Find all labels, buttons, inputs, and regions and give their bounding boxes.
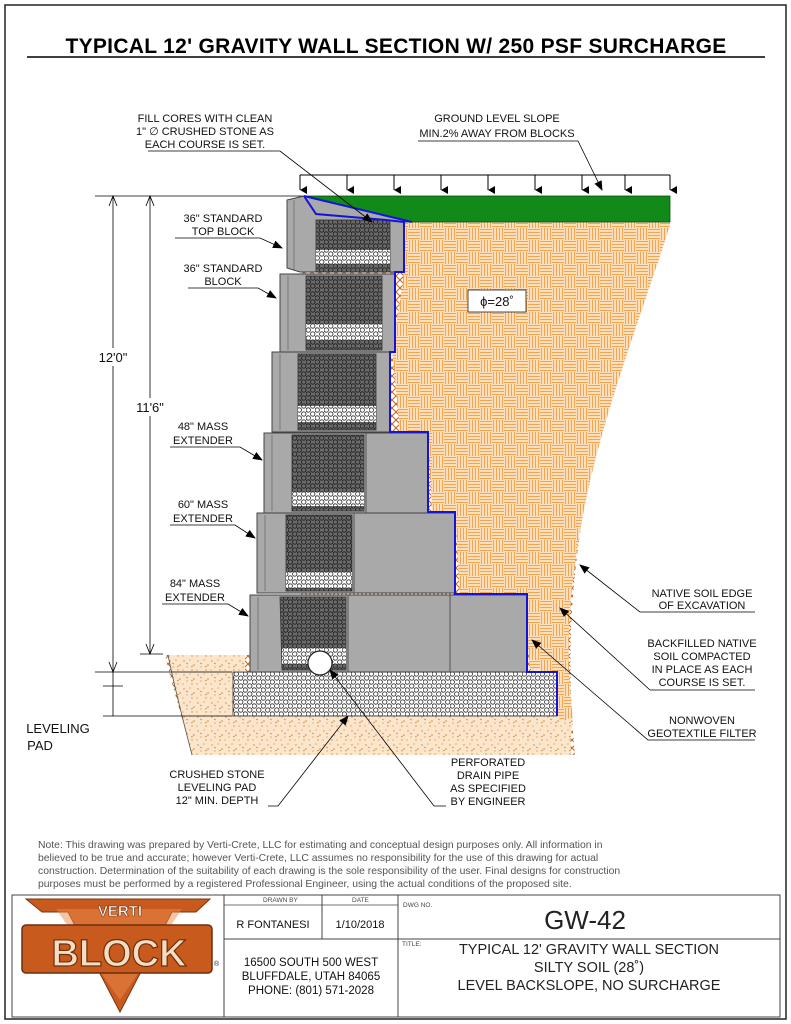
svg-text:AS SPECIFIED: AS SPECIFIED: [450, 783, 526, 795]
svg-text:OF EXCAVATION: OF EXCAVATION: [659, 600, 746, 612]
svg-text:BLUFFDALE, UTAH 84065: BLUFFDALE, UTAH 84065: [242, 971, 380, 983]
svg-text:PHONE: (801) 571-2028: PHONE: (801) 571-2028: [248, 985, 374, 997]
callout-ext60: 60" MASS EXTENDER: [170, 499, 256, 539]
vertiblock-logo: VERTI BLOCK ®: [21, 898, 220, 1014]
company-address: 16500 SOUTH 500 WEST BLUFFDALE, UTAH 840…: [242, 957, 380, 997]
drawn-by-label: DRAWN BY: [263, 897, 298, 904]
svg-text:BLOCK: BLOCK: [51, 933, 187, 975]
svg-text:LEVELING PAD: LEVELING PAD: [178, 782, 257, 794]
svg-text:DRAIN PIPE: DRAIN PIPE: [457, 770, 519, 782]
svg-text:SILTY SOIL (28˚): SILTY SOIL (28˚): [534, 960, 644, 976]
dim-total-height: 12'0": [99, 350, 128, 365]
dim-bg-12: [92, 348, 134, 366]
disclaimer-note: Note: This drawing was prepared by Verti…: [38, 840, 620, 890]
callout-ext84: 84" MASS EXTENDER: [162, 578, 249, 617]
dwg-no-value: GW-42: [544, 905, 626, 935]
surcharge-arrows: [299, 174, 677, 194]
svg-text:84" MASS: 84" MASS: [170, 578, 220, 590]
callout-std-block: 36" STANDARD BLOCK: [184, 263, 277, 299]
svg-text:purposes must be performed by: purposes must be performed by a register…: [38, 879, 572, 890]
title-label: TITLE:: [402, 941, 422, 948]
date-value: 1/10/2018: [336, 919, 385, 931]
dimension-lines: [95, 194, 300, 717]
svg-text:GEOTEXTILE FILTER: GEOTEXTILE FILTER: [647, 728, 756, 740]
svg-text:BACKFILLED NATIVE: BACKFILLED NATIVE: [647, 638, 756, 650]
svg-text:EXTENDER: EXTENDER: [173, 513, 233, 525]
svg-text:36" STANDARD: 36" STANDARD: [184, 213, 263, 225]
svg-text:60" MASS: 60" MASS: [178, 499, 228, 511]
svg-text:EACH COURSE IS SET.: EACH COURSE IS SET.: [145, 139, 265, 151]
geotextile-top: [303, 195, 413, 223]
svg-text:12" MIN. DEPTH: 12" MIN. DEPTH: [176, 795, 259, 807]
svg-text:SOIL COMPACTED: SOIL COMPACTED: [653, 651, 750, 663]
svg-text:MIN.2% AWAY FROM BLOCKS: MIN.2% AWAY FROM BLOCKS: [419, 128, 574, 140]
svg-text:construction. Determination o: construction. Determination of the suita…: [38, 866, 620, 877]
svg-text:36" STANDARD: 36" STANDARD: [184, 263, 263, 275]
svg-text:COURSE IS SET.: COURSE IS SET.: [659, 677, 746, 689]
dim-bg-11: [128, 398, 170, 416]
svg-text:PAD: PAD: [27, 738, 53, 753]
geotextile-line: [303, 195, 558, 716]
svg-text:GROUND LEVEL SLOPE: GROUND LEVEL SLOPE: [434, 113, 560, 125]
callout-leveling-pad: LEVELING PAD: [26, 721, 90, 753]
callout-fill-cores: FILL CORES WITH CLEAN 1" ∅ CRUSHED STONE…: [136, 113, 373, 223]
svg-text:FILL CORES WITH CLEAN: FILL CORES WITH CLEAN: [138, 113, 273, 125]
excavation-left-edge: [167, 654, 193, 756]
drawing-title-block: TYPICAL 12' GRAVITY WALL SECTION SILTY S…: [458, 942, 721, 994]
dim-exposed-height: 11'6": [136, 400, 164, 415]
leveling-pad: [232, 671, 558, 717]
callout-top-block: 36" STANDARD TOP BLOCK: [175, 213, 283, 249]
svg-text:TOP BLOCK: TOP BLOCK: [192, 226, 255, 238]
phi-label: ϕ=28˚: [480, 294, 514, 309]
svg-text:VERTI: VERTI: [98, 903, 142, 920]
callout-native-edge: NATIVE SOIL EDGE OF EXCAVATION: [579, 564, 755, 613]
callout-crushed-stone: CRUSHED STONE LEVELING PAD 12" MIN. DEPT…: [169, 715, 349, 807]
svg-text:Note: This drawing was prepare: Note: This drawing was prepared by Verti…: [38, 840, 603, 851]
drawn-by-value: R FONTANESI: [236, 919, 309, 931]
callout-drain-pipe: PERFORATED DRAIN PIPE AS SPECIFIED BY EN…: [329, 669, 526, 808]
svg-text:®: ®: [214, 960, 220, 968]
svg-text:16500 SOUTH 500 WEST: 16500 SOUTH 500 WEST: [244, 957, 378, 969]
callout-ext48: 48" MASS EXTENDER: [170, 421, 263, 461]
svg-text:PERFORATED: PERFORATED: [451, 757, 525, 769]
svg-text:1" ∅ CRUSHED STONE AS: 1" ∅ CRUSHED STONE AS: [136, 126, 274, 138]
svg-text:EXTENDER: EXTENDER: [173, 435, 233, 447]
drawing-title: TYPICAL 12' GRAVITY WALL SECTION W/ 250 …: [65, 35, 726, 58]
page-border: [4, 4, 787, 1020]
dwg-no-label: DWG NO.: [403, 902, 432, 909]
svg-text:BLOCK: BLOCK: [204, 276, 242, 288]
svg-text:CRUSHED STONE: CRUSHED STONE: [169, 769, 264, 781]
svg-text:BY ENGINEER: BY ENGINEER: [451, 796, 526, 808]
svg-text:IN PLACE AS EACH: IN PLACE AS EACH: [652, 664, 753, 676]
drain-pipe: [307, 650, 333, 676]
backfill-zone: [300, 196, 670, 720]
svg-text:NATIVE SOIL EDGE: NATIVE SOIL EDGE: [652, 588, 753, 600]
svg-text:LEVELING: LEVELING: [26, 721, 90, 736]
svg-text:believed to be true and accura: believed to be true and accurate; howeve…: [38, 853, 598, 864]
svg-text:EXTENDER: EXTENDER: [165, 592, 225, 604]
callout-ground-slope: GROUND LEVEL SLOPE MIN.2% AWAY FROM BLOC…: [418, 113, 603, 191]
phi-box: [467, 289, 527, 313]
title-block: [11, 894, 781, 1018]
svg-text:NONWOVEN: NONWOVEN: [669, 715, 735, 727]
svg-text:LEVEL BACKSLOPE, NO SURCHARGE: LEVEL BACKSLOPE, NO SURCHARGE: [458, 978, 721, 994]
svg-text:48" MASS: 48" MASS: [178, 421, 228, 433]
date-label: DATE: [352, 897, 370, 904]
callout-backfill: BACKFILLED NATIVE SOIL COMPACTED IN PLAC…: [559, 607, 757, 691]
svg-text:TYPICAL 12' GRAVITY WALL SECTI: TYPICAL 12' GRAVITY WALL SECTION: [459, 942, 719, 958]
callout-geotextile: NONWOVEN GEOTEXTILE FILTER: [531, 639, 757, 741]
